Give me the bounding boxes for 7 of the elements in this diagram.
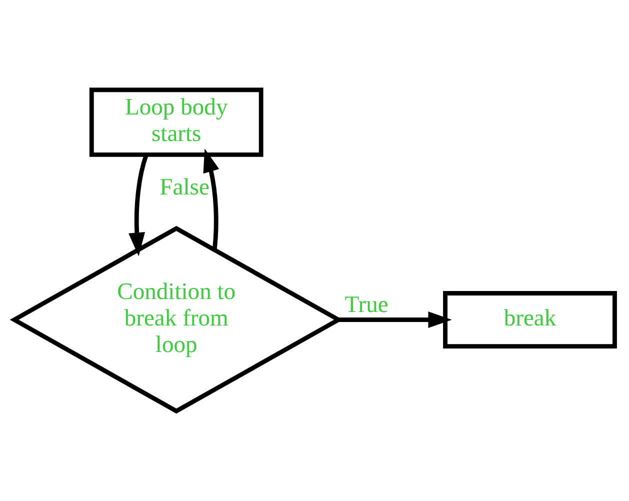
edge-label: False [160, 174, 210, 201]
arrow [128, 154, 148, 256]
arrow [203, 148, 220, 250]
node-box: Loop body starts [89, 88, 264, 157]
edge-label: True [344, 292, 388, 318]
arrow [338, 311, 452, 328]
node-box: break [443, 291, 617, 348]
